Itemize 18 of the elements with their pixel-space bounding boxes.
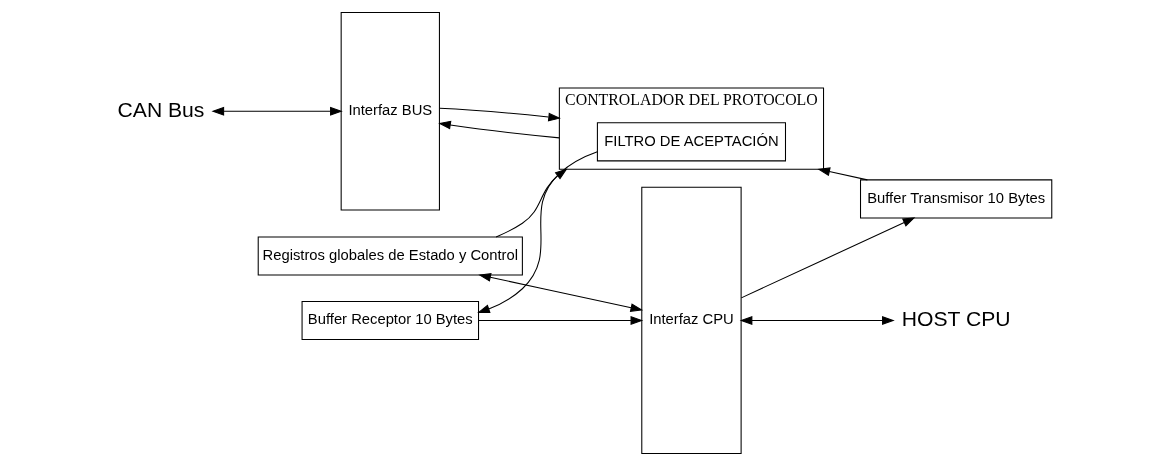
arrow <box>211 106 343 116</box>
node-box: FILTRO DE ACEPTACIÓN <box>596 122 786 162</box>
node-box: Registros globales de Estado y Control <box>257 236 523 276</box>
node-text: HOST CPU <box>901 306 1011 330</box>
arrow <box>740 217 916 299</box>
arrow <box>478 316 644 325</box>
node-box: Interfaz BUS <box>340 11 440 211</box>
node-text: CAN Bus <box>117 97 205 121</box>
arrow <box>817 167 868 181</box>
arrow <box>438 120 560 139</box>
arrow <box>478 273 644 312</box>
arrow <box>495 168 568 238</box>
arrow <box>477 151 598 313</box>
node-box: Interfaz CPU <box>641 186 742 455</box>
node-box: Buffer Receptor 10 Bytes <box>301 300 480 340</box>
arrow <box>739 316 895 325</box>
node-box: Buffer Transmisor 10 Bytes <box>860 179 1053 219</box>
arrow <box>439 107 561 122</box>
